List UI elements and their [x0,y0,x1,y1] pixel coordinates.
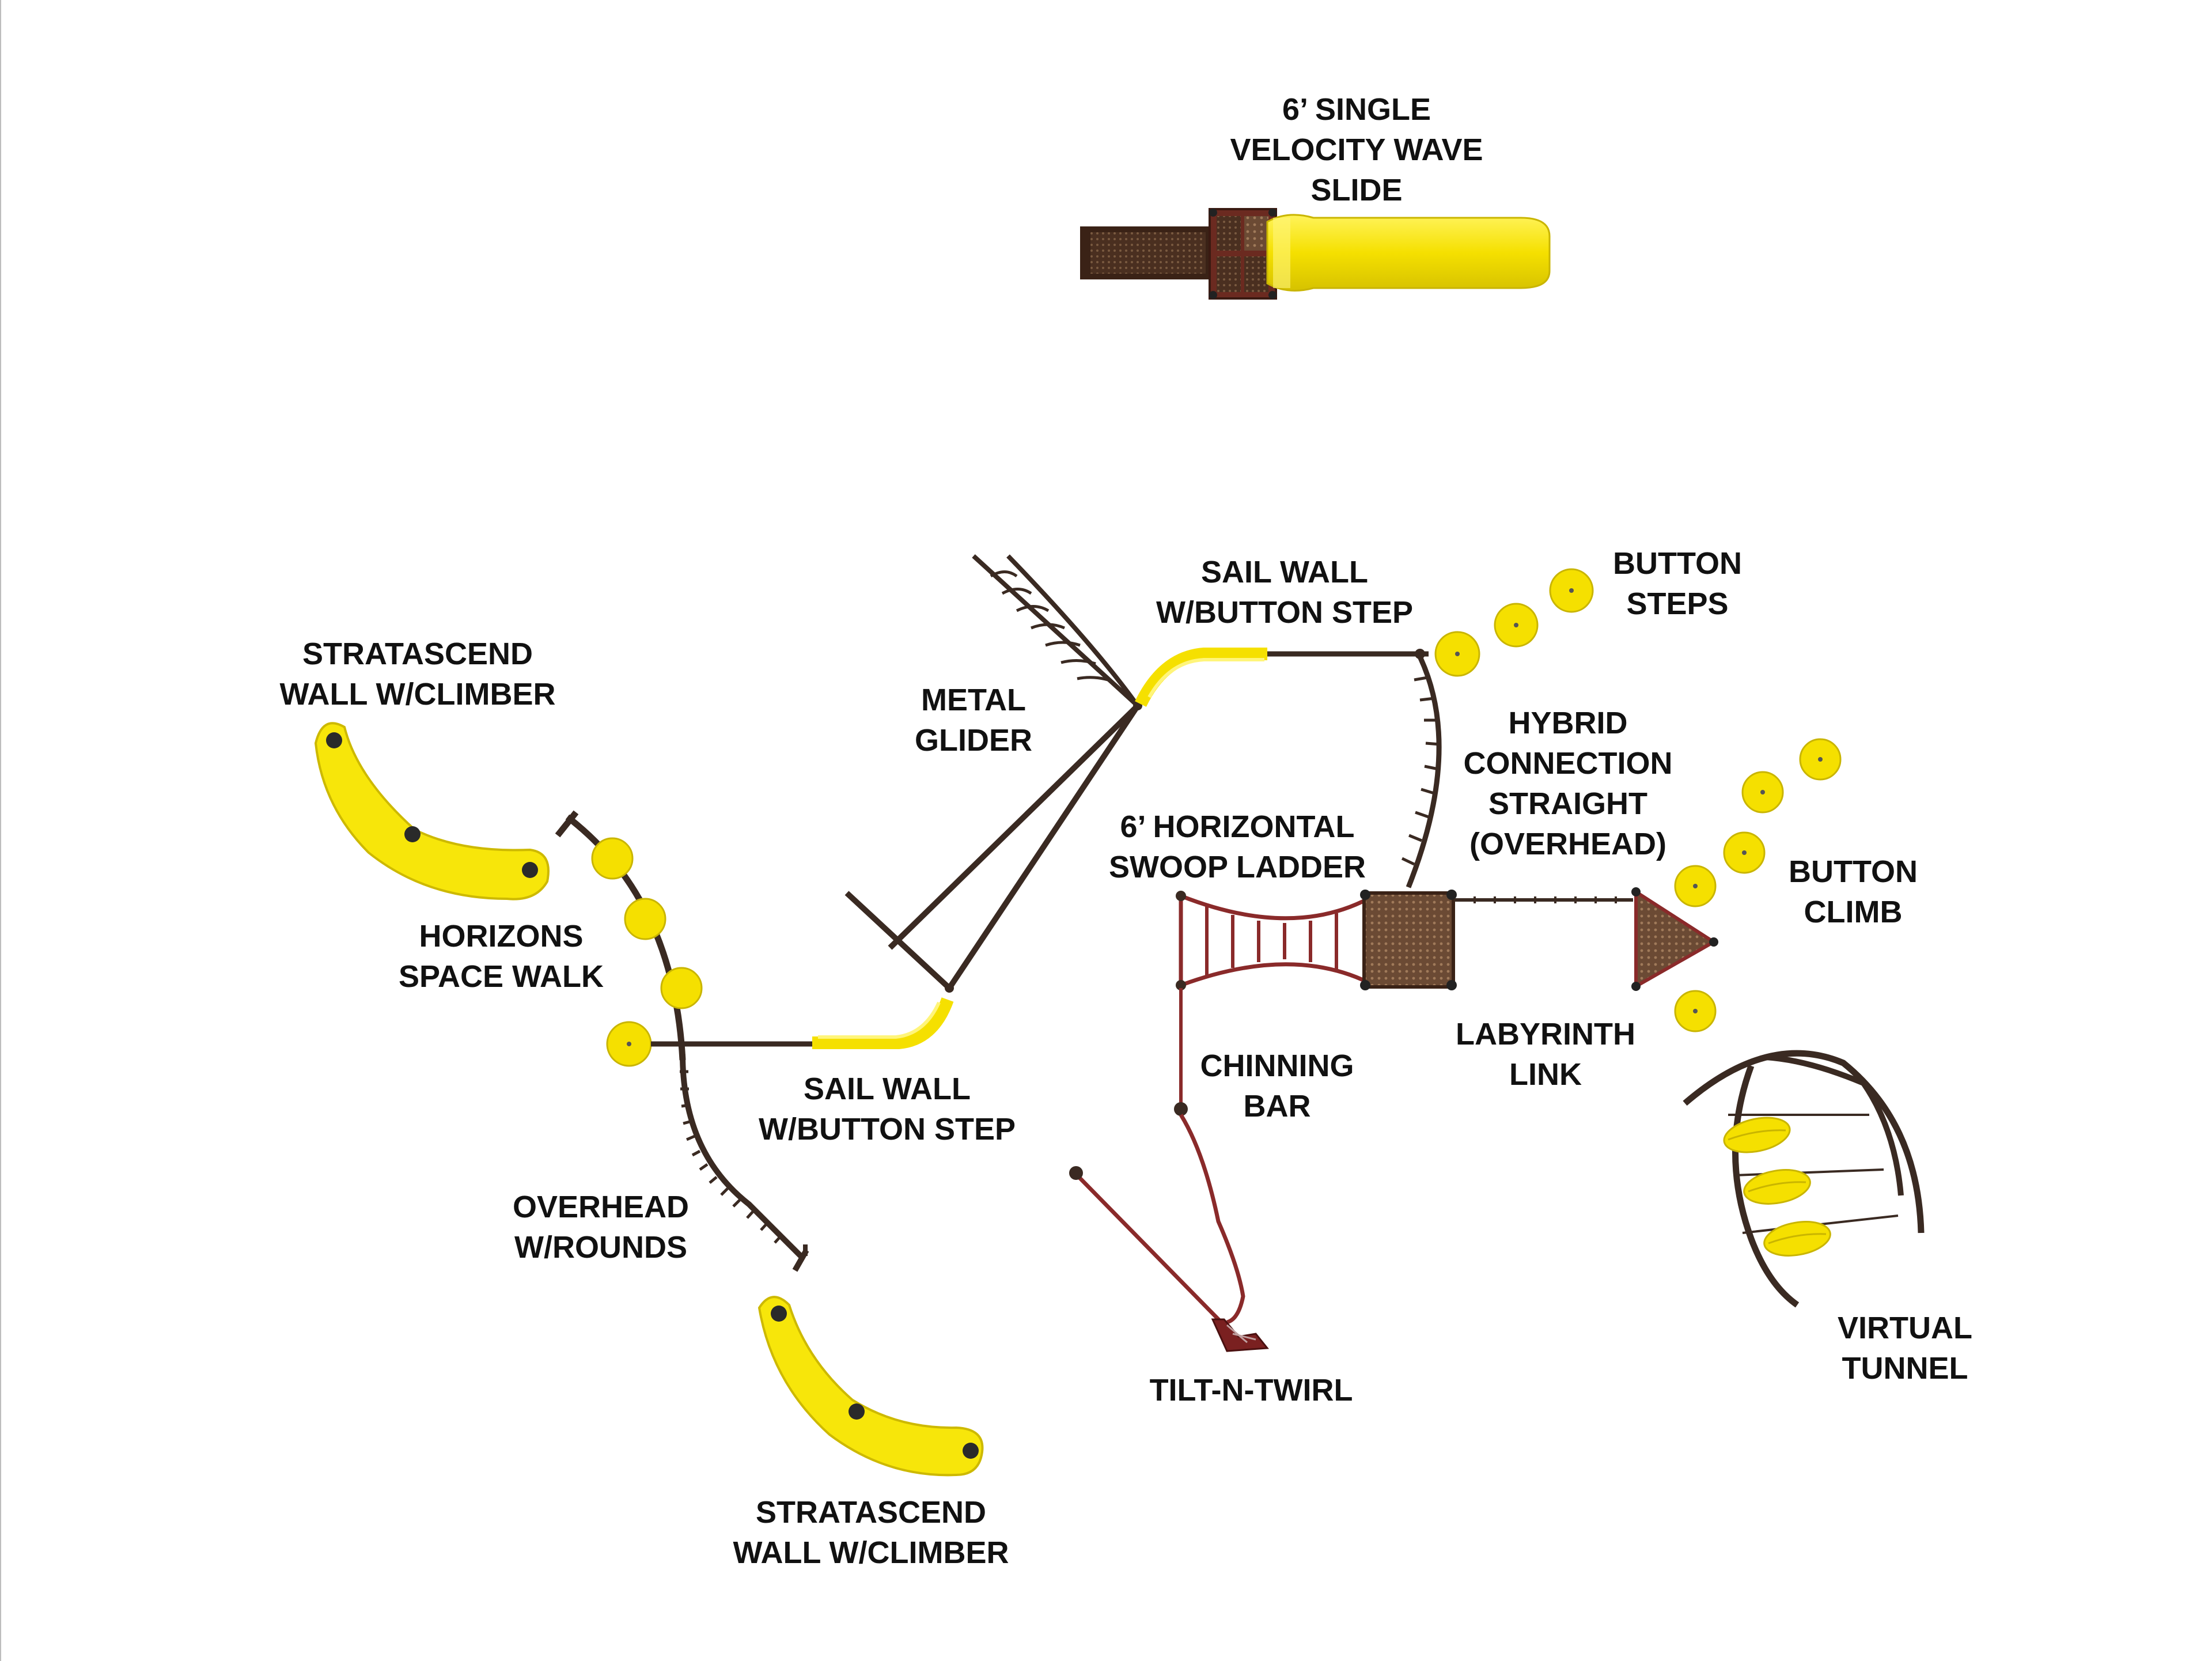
label-swoop-ladder: 6’ HORIZONTAL SWOOP LADDER [1109,807,1366,887]
label-line: SPACE WALK [398,959,604,994]
label-line: TUNNEL [1842,1351,1968,1386]
label-line: BAR [1243,1089,1311,1123]
label-line: (OVERHEAD) [1469,827,1666,861]
label-line: STRATASCEND [302,637,533,671]
button-climb [1674,738,1842,1032]
label-sail-wall-bottom: SAIL WALL W/BUTTON STEP [759,1069,1016,1149]
label-line: VIRTUAL [1838,1311,1972,1345]
label-line: SAIL WALL [803,1072,971,1106]
label-stratascend-wall-top: STRATASCEND WALL W/CLIMBER [280,634,556,714]
horizons-space-walk [555,810,703,1067]
label-line: W/BUTTON STEP [1156,595,1414,630]
tilt-n-twirl [1069,1114,1269,1352]
label-line: STEPS [1626,587,1729,621]
label-line: HYBRID [1508,706,1628,740]
sail-wall-top [1135,648,1429,707]
label-horizons-space-walk: HORIZONS SPACE WALK [399,916,604,997]
label-line: BUTTON [1613,546,1742,581]
label-line: VELOCITY WAVE [1230,133,1483,167]
label-line: GLIDER [914,723,1033,758]
left-border [0,0,1,1661]
label-line: 6’ SINGLE [1282,92,1431,127]
label-metal-glider: METAL GLIDER [915,680,1032,760]
label-overhead-rounds: OVERHEAD W/ROUNDS [513,1187,689,1267]
label-line: CHINNING [1200,1049,1354,1083]
label-line: WALL W/CLIMBER [279,677,556,712]
button-steps [1434,568,1594,677]
label-line: SAIL WALL [1200,555,1368,589]
label-line: SLIDE [1310,173,1403,207]
stratascend-wall-bottom [757,1296,984,1477]
label-line: OVERHEAD [512,1190,690,1224]
triangle-deck [1631,887,1718,991]
label-button-steps: BUTTON STEPS [1613,543,1742,624]
label-hybrid-connection: HYBRID CONNECTION STRAIGHT (OVERHEAD) [1464,703,1673,864]
label-line: STRAIGHT [1488,786,1647,821]
overhead-rounds [680,1054,809,1272]
label-velocity-wave-slide: 6’ SINGLE VELOCITY WAVE SLIDE [1230,89,1483,210]
label-line: CLIMB [1804,895,1903,929]
label-virtual-tunnel: VIRTUAL TUNNEL [1838,1308,1972,1388]
label-chinning-bar: CHINNING BAR [1200,1046,1354,1126]
label-line: LABYRINTH [1456,1017,1635,1051]
label-line: WALL W/CLIMBER [733,1535,1009,1570]
label-line: METAL [921,683,1026,717]
labyrinth-link [1455,896,1633,903]
metal-glider [844,554,1142,993]
stratascend-wall-top [314,722,550,901]
label-line: HORIZONS [419,919,584,954]
label-button-climb: BUTTON CLIMB [1789,852,1918,932]
label-labyrinth-link: LABYRINTH LINK [1456,1014,1635,1095]
horizontal-swoop-ladder [1176,891,1369,990]
label-line: W/BUTTON STEP [758,1112,1016,1147]
label-line: STRATASCEND [756,1495,986,1530]
label-line: SWOOP LADDER [1108,850,1366,884]
chinning-bar [1174,988,1188,1116]
label-line: TILT-N-TWIRL [1149,1373,1353,1408]
center-deck [1360,890,1457,990]
hybrid-connection-overhead [1401,656,1442,888]
sail-wall-bottom [651,997,954,1049]
label-line: LINK [1509,1057,1582,1092]
label-line: W/ROUNDS [514,1230,687,1265]
label-line: 6’ HORIZONTAL [1120,809,1355,844]
virtual-tunnel [1683,1050,1925,1308]
label-sail-wall-top: SAIL WALL W/BUTTON STEP [1156,552,1413,633]
label-line: BUTTON [1789,854,1918,889]
velocity-wave-slide [1080,208,1551,300]
label-line: CONNECTION [1463,746,1673,781]
label-stratascend-wall-bottom: STRATASCEND WALL W/CLIMBER [733,1492,1009,1573]
label-tilt-n-twirl: TILT-N-TWIRL [1150,1370,1353,1410]
